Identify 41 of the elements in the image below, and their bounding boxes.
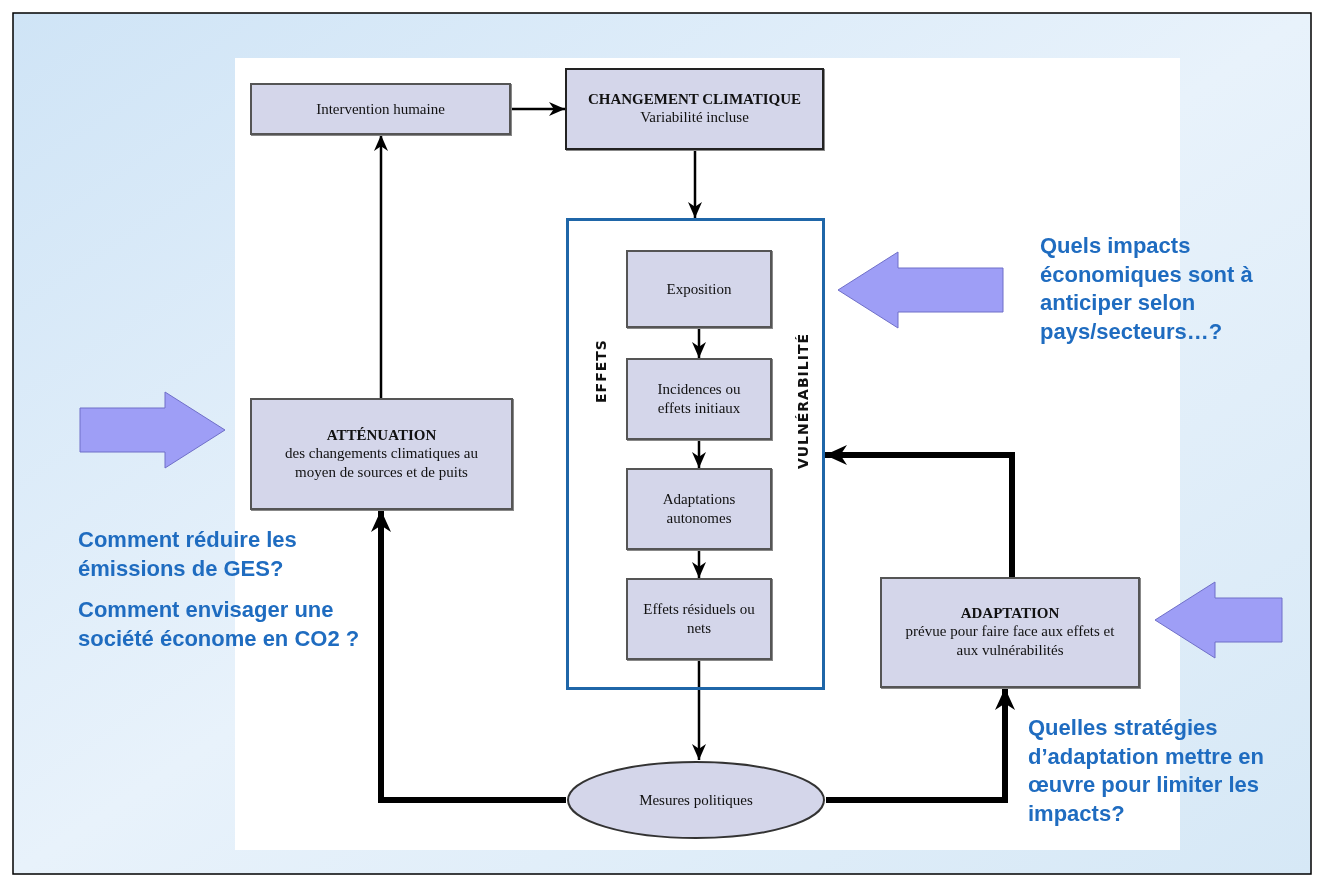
process-box — [250, 83, 511, 135]
arrow — [371, 510, 566, 803]
process-box — [626, 578, 772, 660]
process-box — [626, 468, 772, 550]
node-text: Adaptations autonomes — [661, 490, 737, 528]
arrow — [692, 440, 706, 468]
group-frame — [566, 218, 825, 690]
process-box — [880, 577, 1140, 688]
arrow — [825, 445, 1015, 577]
vertical-label: VULNÉRABILITÉ — [795, 332, 812, 470]
vertical-label: EFFETS — [592, 339, 609, 403]
node-text: Mesures politiques — [639, 790, 753, 810]
node-text: Variabilité incluse — [639, 108, 750, 127]
box-heading: ADAPTATION — [959, 605, 1061, 623]
arrow — [826, 688, 1015, 803]
box-heading: ATTÉNUATION — [325, 426, 438, 444]
node-text: Incidences ou effets initiaux — [656, 380, 742, 418]
node-text: Exposition — [665, 279, 733, 299]
arrow — [688, 150, 702, 218]
node-text: Effets résiduels ou nets — [642, 600, 756, 638]
question-text: Quelles stratégies d’adaptation mettre en œuvre pour limiter les impacts? — [1028, 714, 1265, 828]
block-arrow — [837, 251, 1004, 329]
block-arrow — [79, 391, 226, 469]
process-box — [565, 68, 824, 150]
node-text: Intervention humaine — [315, 99, 446, 119]
question-text: Comment envisager une société économe en CO2 ? — [78, 596, 361, 653]
process-box — [626, 358, 772, 440]
question-text: Quels impacts économiques sont à anticiper selon pays/secteurs…? — [1040, 232, 1254, 346]
arrow — [692, 328, 706, 358]
policy-ellipse — [566, 760, 826, 840]
arrow — [692, 660, 706, 760]
node-text: des changements climatiques au moyen de sources et de puits — [284, 443, 479, 482]
process-box — [626, 250, 772, 328]
node-text: prévue pour faire face aux effets et aux vulnérabilités — [904, 622, 1116, 660]
arrow — [692, 550, 706, 578]
block-arrow — [1154, 581, 1283, 659]
question-text: Comment réduire les émissions de GES? — [78, 526, 298, 583]
arrow — [511, 102, 565, 116]
box-heading: CHANGEMENT CLIMATIQUE — [586, 91, 803, 109]
arrow — [374, 135, 388, 398]
process-box — [250, 398, 513, 510]
